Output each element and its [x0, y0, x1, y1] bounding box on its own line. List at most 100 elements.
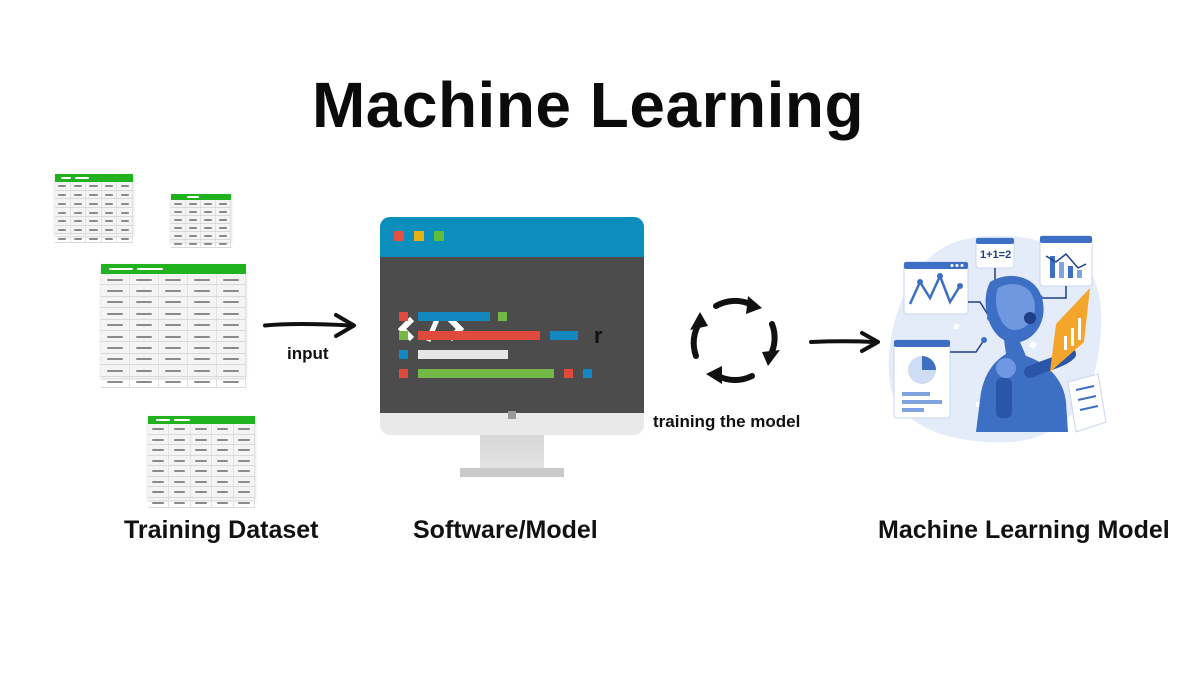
spreadsheet-cell	[201, 224, 216, 231]
spreadsheet-cell	[217, 296, 246, 308]
spreadsheet-cell	[130, 285, 159, 296]
spreadsheet-cell	[159, 330, 188, 342]
spreadsheet-cell	[130, 308, 159, 319]
spreadsheet-cell	[148, 424, 170, 434]
spreadsheet-cell	[191, 434, 213, 444]
spreadsheet-row	[101, 376, 246, 388]
spreadsheet-cell	[216, 232, 231, 239]
arrow-right-icon	[808, 330, 882, 354]
spreadsheet-row	[101, 285, 246, 297]
spreadsheet-cell	[117, 190, 133, 199]
window-dot-green	[434, 231, 444, 241]
spreadsheet-cell	[86, 216, 102, 225]
spreadsheet-cell	[191, 445, 213, 455]
spreadsheet-cell	[117, 225, 133, 234]
line-chart-card	[903, 261, 969, 315]
spreadsheet-cell	[169, 466, 191, 476]
code-stray-char: r	[594, 323, 603, 348]
spreadsheet-cell	[188, 342, 217, 353]
spreadsheet-cell	[86, 190, 102, 199]
spreadsheet-cell	[212, 487, 234, 497]
spreadsheet-cell	[102, 225, 118, 234]
spreadsheet-cell	[234, 497, 256, 507]
spreadsheet-cell	[148, 497, 170, 507]
code-line-marker	[564, 369, 573, 378]
spreadsheet-row	[101, 330, 246, 343]
spreadsheet-cell	[130, 376, 159, 387]
spreadsheet-row	[101, 308, 246, 320]
spreadsheet-cell	[159, 365, 188, 376]
spreadsheet-cell	[86, 208, 102, 216]
spreadsheet-icon	[171, 194, 231, 248]
code-line-bar	[418, 350, 508, 359]
spreadsheet-cell	[130, 330, 159, 342]
spreadsheet-cell	[201, 216, 216, 223]
ml-model-label: Machine Learning Model	[878, 516, 1170, 544]
spreadsheet-cell	[55, 199, 71, 208]
spreadsheet-cell	[216, 216, 231, 223]
spreadsheet-cell	[216, 208, 231, 215]
spreadsheet-row	[171, 216, 231, 224]
spreadsheet-cell	[101, 274, 130, 285]
spreadsheet-cell	[186, 208, 201, 215]
spreadsheet-cell	[191, 497, 213, 507]
spreadsheet-cell	[171, 224, 186, 231]
spreadsheet-icon	[55, 174, 133, 243]
spreadsheet-cell	[86, 234, 102, 242]
code-line-marker	[399, 350, 408, 359]
software-monitor: r	[380, 217, 644, 435]
spreadsheet-cell	[102, 199, 118, 208]
spreadsheet-cell	[117, 182, 133, 190]
spreadsheet-row	[55, 234, 133, 243]
spreadsheet-row	[101, 296, 246, 309]
spreadsheet-cell	[191, 476, 213, 486]
code-line-bar	[550, 331, 578, 340]
spreadsheet-cell	[102, 190, 118, 199]
spreadsheet-cell	[169, 497, 191, 507]
code-line-bar	[418, 331, 540, 340]
spreadsheet-cell	[217, 365, 246, 376]
spreadsheet-cell	[102, 216, 118, 225]
spreadsheet-row	[171, 200, 231, 208]
spreadsheet-row	[148, 434, 256, 445]
window-titlebar	[380, 217, 644, 257]
code-line-marker	[583, 369, 592, 378]
spreadsheet-cell	[212, 497, 234, 507]
spreadsheet-cell	[171, 240, 186, 247]
spreadsheet-row	[55, 225, 133, 235]
spreadsheet-cell	[212, 476, 234, 486]
spreadsheet-cell	[234, 487, 256, 497]
spreadsheet-cell	[130, 274, 159, 285]
spreadsheet-cell	[188, 365, 217, 376]
spreadsheet-cell	[86, 225, 102, 234]
code-line-marker	[399, 369, 408, 378]
arrow-right-icon	[262, 312, 358, 340]
monitor-base	[460, 468, 564, 477]
spreadsheet-row	[148, 497, 256, 508]
spreadsheet-row	[55, 190, 133, 200]
bar-chart-card	[1039, 235, 1093, 287]
spreadsheet-cell	[191, 466, 213, 476]
spreadsheet-cell	[86, 199, 102, 208]
spreadsheet-row	[171, 240, 231, 248]
spreadsheet-cell	[159, 285, 188, 296]
spreadsheet-cell	[234, 466, 256, 476]
spreadsheet-row	[171, 208, 231, 216]
spreadsheet-row	[148, 487, 256, 498]
spreadsheet-cell	[71, 199, 87, 208]
spreadsheet-cell	[71, 216, 87, 225]
spreadsheet-cell	[171, 200, 186, 207]
pie-chart-card	[893, 339, 951, 419]
window-dot-red	[394, 231, 404, 241]
window-dot-yellow	[414, 231, 424, 241]
spreadsheet-cell	[117, 234, 133, 242]
spreadsheet-cell	[117, 208, 133, 216]
spreadsheet-cell	[217, 376, 246, 387]
spreadsheet-row	[101, 319, 246, 331]
spreadsheet-row	[148, 445, 256, 456]
spreadsheet-cell	[101, 365, 130, 376]
code-line-marker	[399, 312, 408, 321]
page-title: Machine Learning	[311, 69, 865, 141]
spreadsheet-cell	[171, 232, 186, 239]
spreadsheet-cell	[212, 445, 234, 455]
